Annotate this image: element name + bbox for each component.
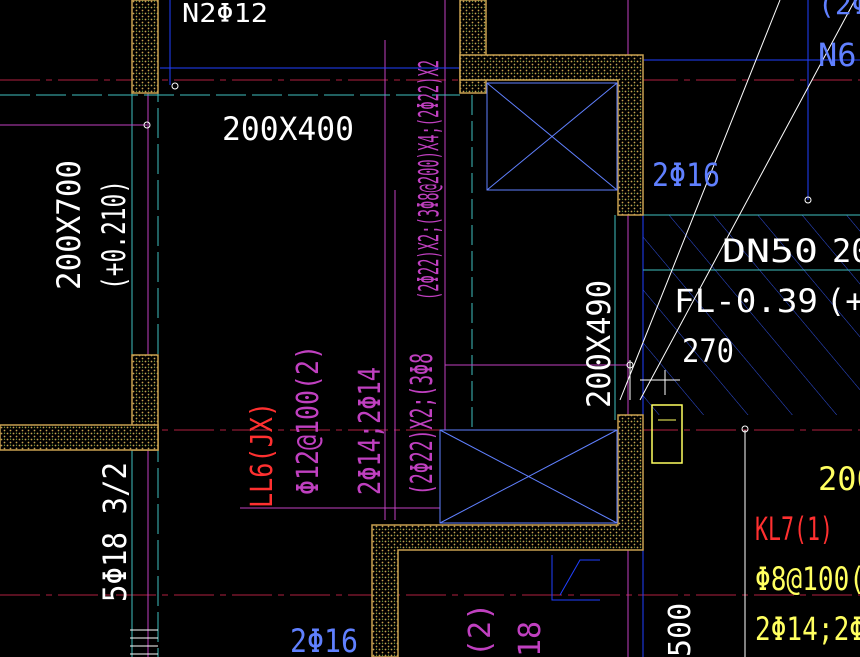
annotations: N2Φ12 200X400 (2Φ22)X2;(3Φ8@200)X4;(2Φ22…: [50, 0, 860, 657]
wall-left-horizontal: [0, 424, 159, 451]
dim-270-label: 270: [682, 332, 734, 370]
top-right-partial-a: (2Φ: [818, 0, 860, 21]
vertical-spec-label: (2Φ22)X2;(3Φ8@200)X4;(2Φ22)X2: [412, 60, 445, 300]
wall-top-right-l: [459, 54, 644, 216]
pipe-size-partial: 20: [832, 232, 860, 270]
right-rebar-label: 2Φ16: [652, 156, 720, 194]
left-beam-size-label: 200X700: [50, 160, 88, 290]
left-beam-elev-label: (+0.210): [95, 180, 133, 290]
bottom-partial-c: 500: [663, 603, 698, 657]
ll6-side-label: (2Φ22)X2;(3Φ8: [405, 353, 440, 495]
beam-mid-size-label: 200X490: [580, 280, 618, 408]
ll6-main-label: 2Φ14;2Φ14: [353, 367, 388, 495]
kl7-id-label: KL7(1): [755, 510, 833, 548]
leader-lines: [619, 0, 856, 401]
bottom-rebar-label: 2Φ16: [290, 622, 358, 657]
bottom-partial-b: 18: [513, 621, 548, 657]
floor-level-partial: (+0: [826, 282, 860, 320]
slab-hatch-region: [643, 215, 860, 415]
left-bottom-rebar-label: 5Φ18 3/2: [96, 462, 134, 602]
kl7-main-label: 2Φ14;2Φ: [755, 610, 860, 648]
small-markers: [130, 82, 812, 655]
top-rebar-label: N2Φ12: [182, 0, 268, 29]
kl7-stirrup-label: Φ8@100(: [755, 560, 860, 598]
wall-bottom-l: [371, 414, 644, 657]
pipe-label: DN50: [722, 232, 818, 270]
right-200-label: 200: [818, 460, 860, 498]
bottom-partial-a: (2): [463, 603, 498, 657]
ll6-id-label: LL6(JX): [245, 402, 280, 508]
beam-top-size-label: 200X400: [222, 110, 354, 148]
walls: [0, 0, 644, 657]
floor-level-label: FL-0.39: [674, 282, 818, 320]
ll6-stirrup-label: Φ12@100(2): [291, 345, 326, 495]
wall-left-top: [131, 0, 159, 94]
openings: [439, 82, 618, 524]
top-right-partial-b: N6: [818, 36, 857, 74]
